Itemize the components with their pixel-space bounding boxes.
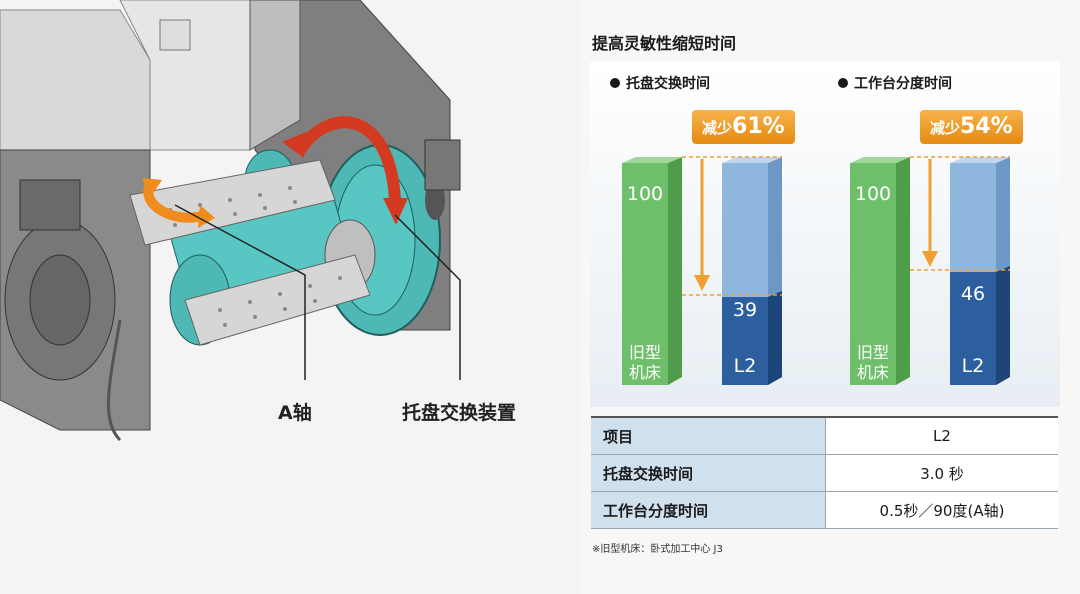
panel-title: 提高灵敏性缩短时间: [592, 34, 737, 53]
table-value: L2: [825, 416, 1058, 455]
chart1-old-bar-top: [622, 157, 682, 163]
chart1-reduction-badge: 减少61%: [692, 110, 795, 144]
chart2-bars: [850, 156, 1010, 385]
table-key: 托盘交换时间: [591, 454, 826, 492]
chart2-reduction-badge: 减少54%: [920, 110, 1023, 144]
chart2-old-label: 旧型机床: [856, 343, 889, 382]
chart2-old-bar: [850, 163, 896, 385]
chart2-new-bar: [950, 272, 996, 385]
chart1-bars: [622, 156, 782, 385]
footnote: ※旧型机床：卧式加工中心 J3: [592, 544, 723, 555]
bullet-icon: [610, 78, 620, 88]
chart1-old-value: 100: [626, 183, 664, 205]
chart1-old-label: 旧型机床: [628, 343, 661, 382]
chart2-heading: 工作台分度时间: [838, 73, 952, 93]
machine-illustration: [0, 0, 461, 442]
chart1-new-bar: [722, 297, 768, 385]
spec-table: 项目 L2 托盘交换时间 3.0 秒 工作台分度时间 0.5秒／90度(A轴): [591, 416, 1058, 529]
pallet-changer-label: 托盘交换装置: [402, 402, 517, 424]
chart2-new-label: L2: [961, 355, 985, 377]
chart2-old-value: 100: [854, 183, 892, 205]
table-value: 3.0 秒: [825, 454, 1058, 492]
chart1-old-bar: [622, 163, 668, 385]
chart2-new-value: 46: [960, 283, 986, 305]
a-axis-label: A轴: [278, 402, 312, 424]
table-value: 0.5秒／90度(A轴): [825, 491, 1058, 529]
chart1-new-label: L2: [733, 355, 757, 377]
table-row: 项目 L2: [591, 416, 1058, 455]
table-row: 托盘交换时间 3.0 秒: [591, 454, 1058, 492]
chart1-new-value: 39: [732, 299, 758, 321]
table-key: 工作台分度时间: [591, 491, 826, 529]
table-key: 项目: [591, 416, 826, 455]
chart1-old-bar-side: [668, 157, 682, 385]
bullet-icon: [838, 78, 848, 88]
chart1-heading: 托盘交换时间: [610, 73, 710, 93]
table-row: 工作台分度时间 0.5秒／90度(A轴): [591, 491, 1058, 529]
